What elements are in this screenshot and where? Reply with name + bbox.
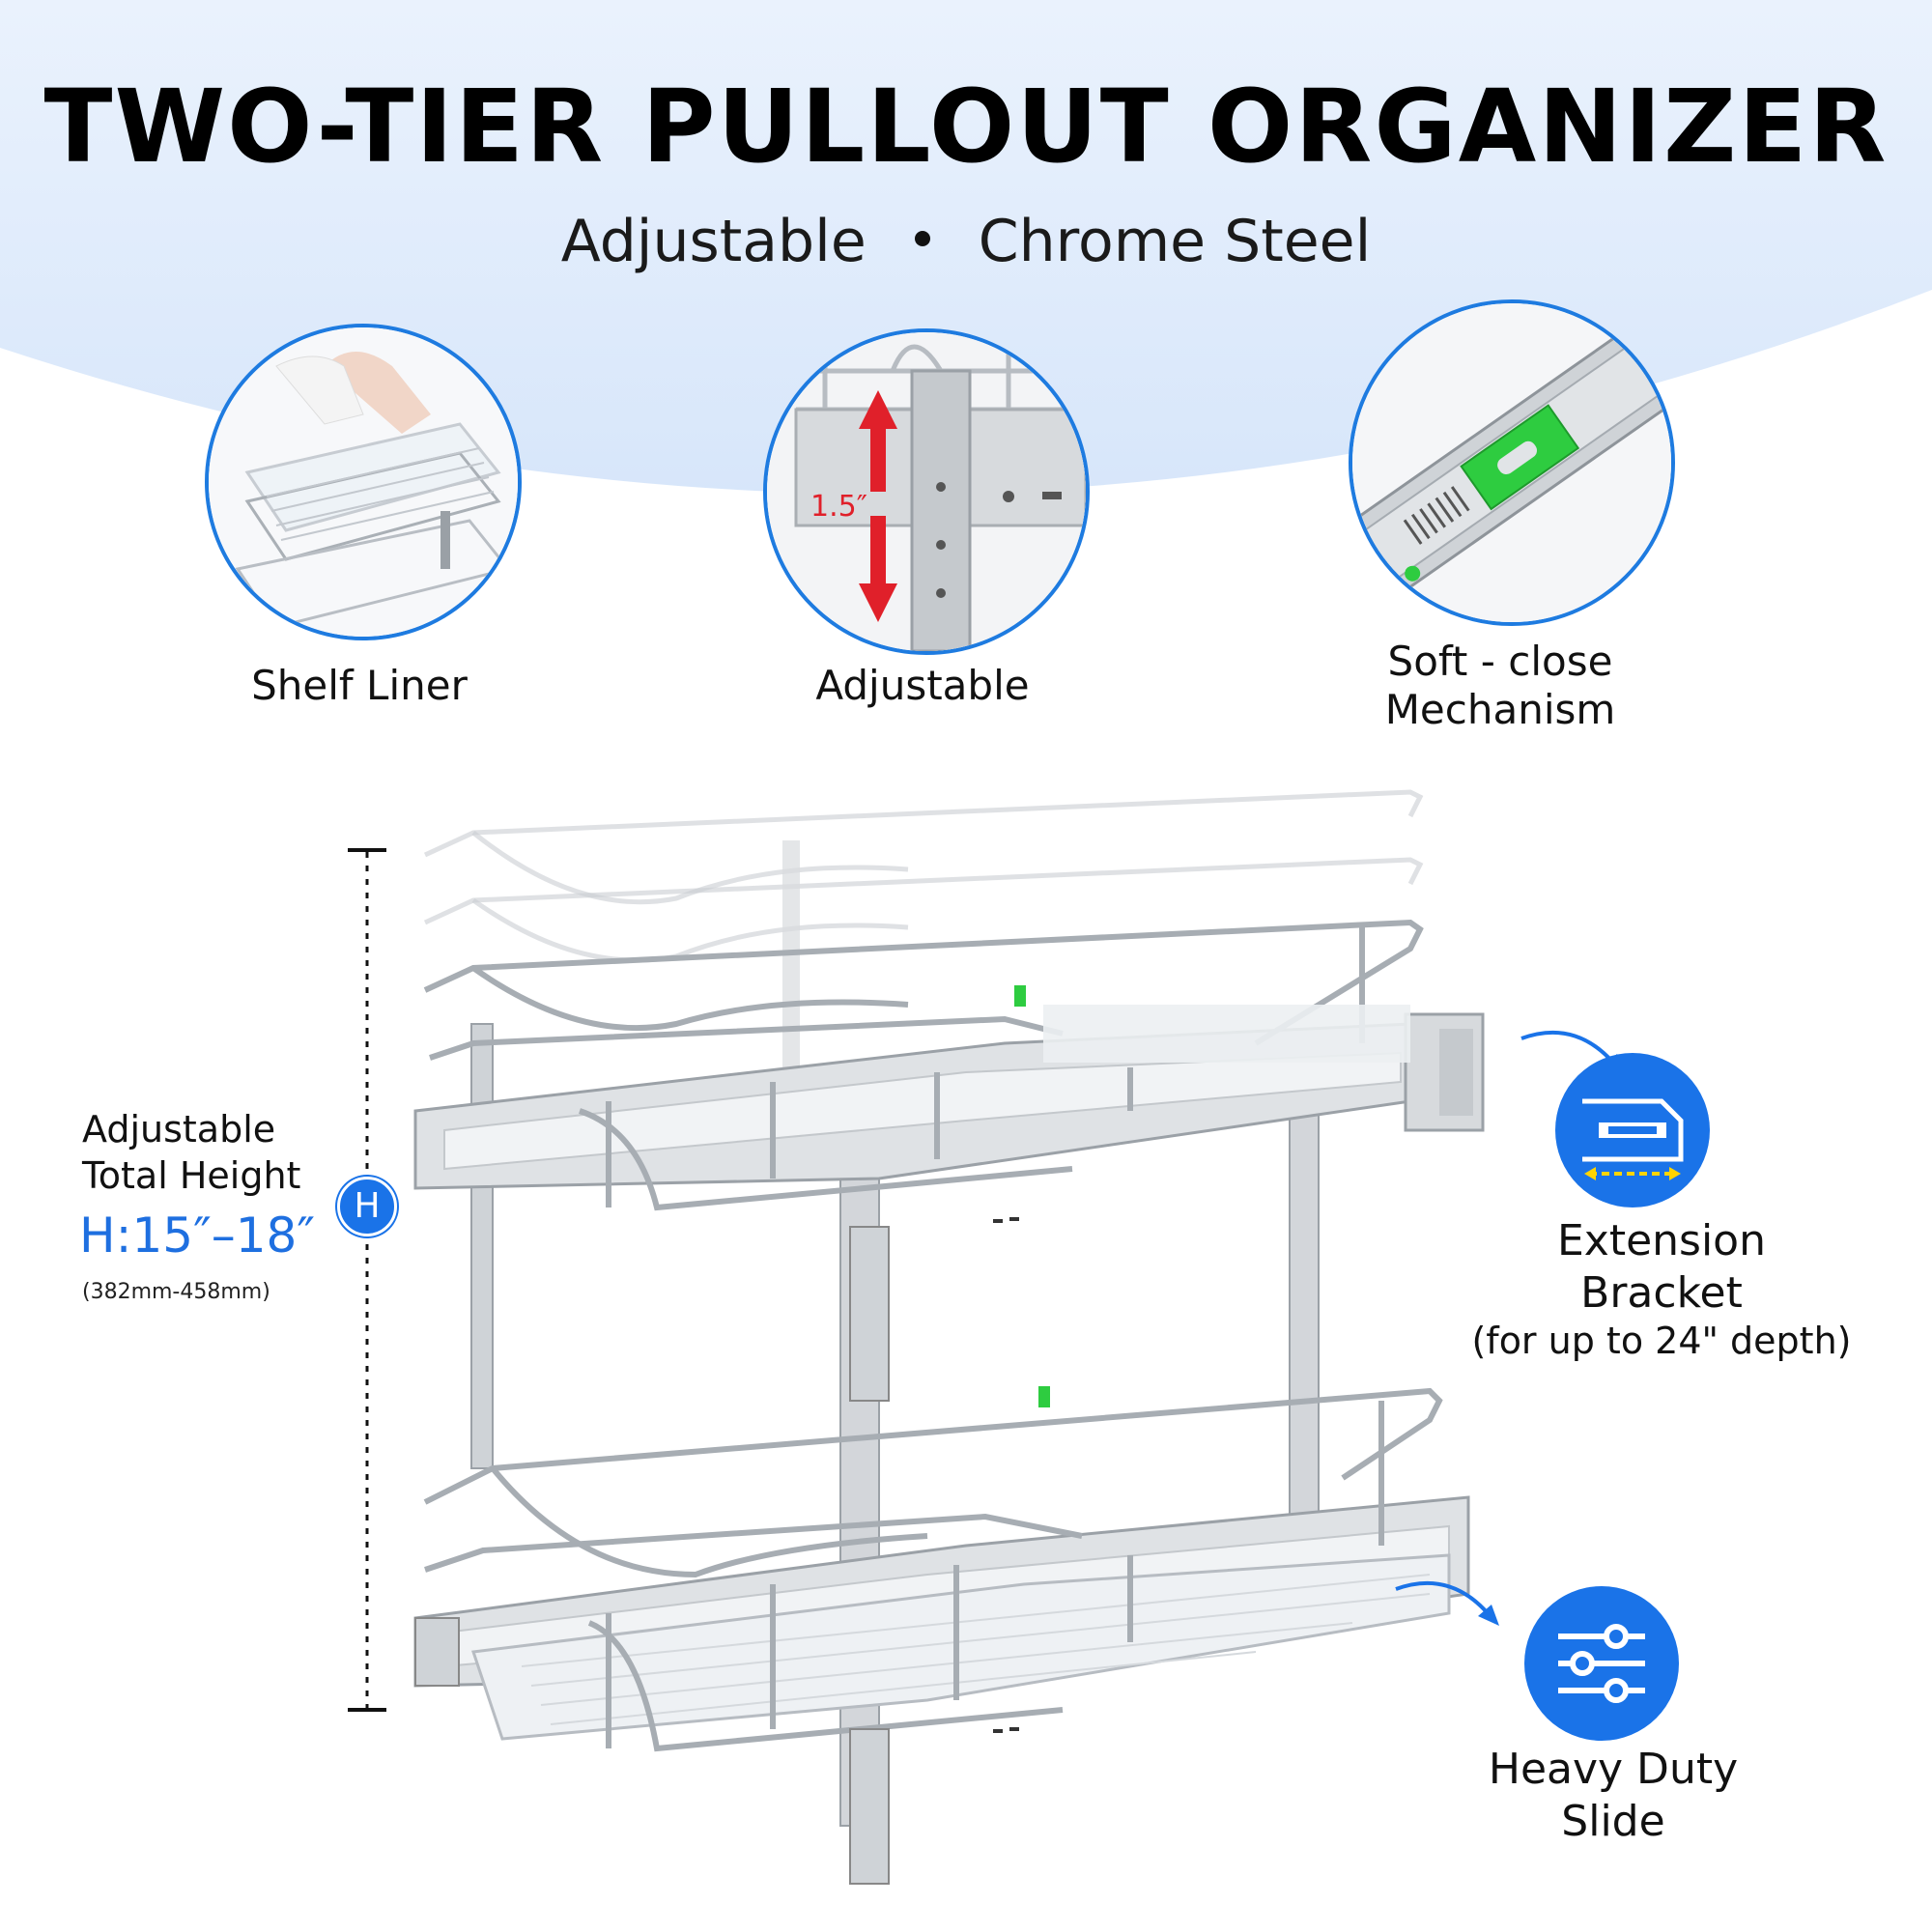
slide-label: Heavy Duty Slide (1420, 1744, 1806, 1848)
height-badge: H (337, 1177, 397, 1236)
shelf-liner-label: Shelf Liner (251, 662, 468, 709)
height-label-line1: Adjustable (82, 1108, 276, 1151)
page-title: TWO-TIER PULLOUT ORGANIZER (43, 68, 1889, 185)
height-label: Adjustable Total Height (82, 1106, 300, 1199)
extension-label-line1: Extension (1556, 1216, 1766, 1265)
slide-label-line2: Slide (1561, 1797, 1665, 1846)
soft-close-label: Soft - close Mechanism (1307, 638, 1693, 734)
adjust-step-value: 1.5″ (810, 490, 867, 524)
height-dimension-line (348, 848, 386, 1712)
organizer-product-image (413, 789, 1485, 1885)
extension-bracket-icon (1555, 1053, 1710, 1208)
adjustable-illustration: 1.5″ (767, 332, 1086, 651)
shelf-liner-image (205, 324, 522, 640)
extension-label-line3: (for up to 24" depth) (1471, 1320, 1852, 1362)
subtitle: Adjustable Chrome Steel (0, 208, 1932, 275)
slide-label-line1: Heavy Duty (1488, 1745, 1739, 1794)
slide-arrow (1395, 1580, 1499, 1626)
adjustable-label: Adjustable (815, 662, 1030, 709)
shelf-liner-illustration (209, 327, 518, 637)
slider-settings-icon (1524, 1586, 1679, 1741)
height-metric: (382mm-458mm) (82, 1280, 270, 1304)
soft-close-illustration (1352, 303, 1671, 622)
soft-close-image (1349, 299, 1675, 626)
subtitle-chrome-steel: Chrome Steel (978, 208, 1372, 275)
height-label-line2: Total Height (82, 1154, 301, 1197)
height-value: H:15″–18″ (79, 1208, 316, 1264)
soft-close-label-line1: Soft - close (1387, 638, 1613, 685)
adjustable-image: 1.5″ (763, 328, 1090, 655)
soft-close-label-line2: Mechanism (1384, 686, 1616, 733)
bullet-dot (914, 231, 930, 247)
extension-label: Extension Bracket (for up to 24" depth) (1449, 1215, 1874, 1362)
subtitle-adjustable: Adjustable (560, 208, 867, 275)
extension-label-line2: Bracket (1580, 1268, 1743, 1318)
